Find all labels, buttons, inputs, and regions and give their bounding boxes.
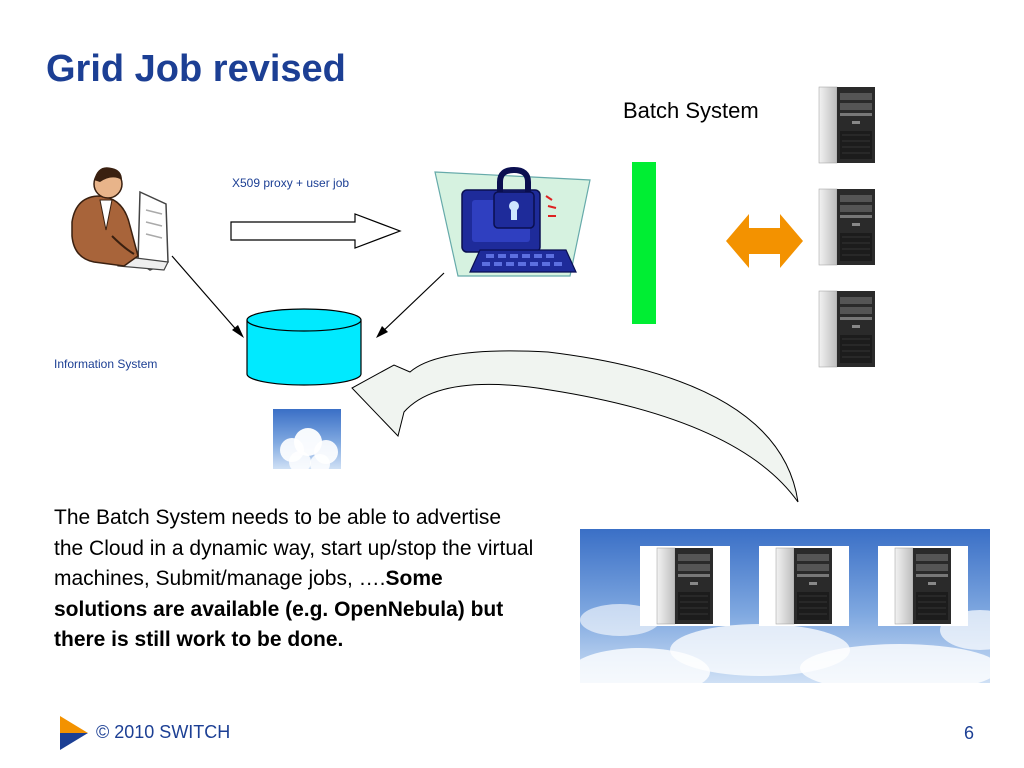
database-icon bbox=[246, 308, 362, 386]
server-tower-icon bbox=[818, 290, 876, 368]
server-tower-icon bbox=[818, 86, 876, 164]
information-system-label: Information System bbox=[54, 357, 158, 371]
server-tower-icon bbox=[894, 547, 952, 625]
cloud-server-panel bbox=[570, 529, 1020, 696]
proxy-job-label: X509 proxy + user job bbox=[232, 176, 350, 190]
secure-computer-icon bbox=[434, 166, 591, 277]
page-title: Grid Job revised bbox=[46, 48, 346, 90]
curved-return-arrow bbox=[351, 350, 799, 503]
body-text-bold: Some solutions are available (e.g. OpenN… bbox=[54, 567, 504, 651]
body-paragraph: The Batch System needs to be able to adv… bbox=[54, 503, 534, 656]
switch-logo-icon bbox=[60, 716, 88, 750]
bidirectional-arrow bbox=[726, 214, 803, 268]
batch-system-bar bbox=[632, 162, 656, 324]
user-at-computer-icon bbox=[71, 167, 169, 271]
body-text-normal: The Batch System needs to be able to adv… bbox=[54, 506, 534, 590]
connector-line bbox=[171, 255, 241, 335]
server-tower-icon bbox=[818, 188, 876, 266]
page-number: 6 bbox=[964, 723, 975, 743]
cloud-icon bbox=[273, 409, 341, 474]
footer-copyright: © 2010 SWITCH bbox=[96, 722, 231, 742]
batch-system-label: Batch System bbox=[623, 98, 759, 123]
server-tower-icon bbox=[775, 547, 833, 625]
job-submission-arrow bbox=[230, 213, 402, 249]
server-tower-icon bbox=[656, 547, 714, 625]
connector-line bbox=[379, 272, 445, 335]
